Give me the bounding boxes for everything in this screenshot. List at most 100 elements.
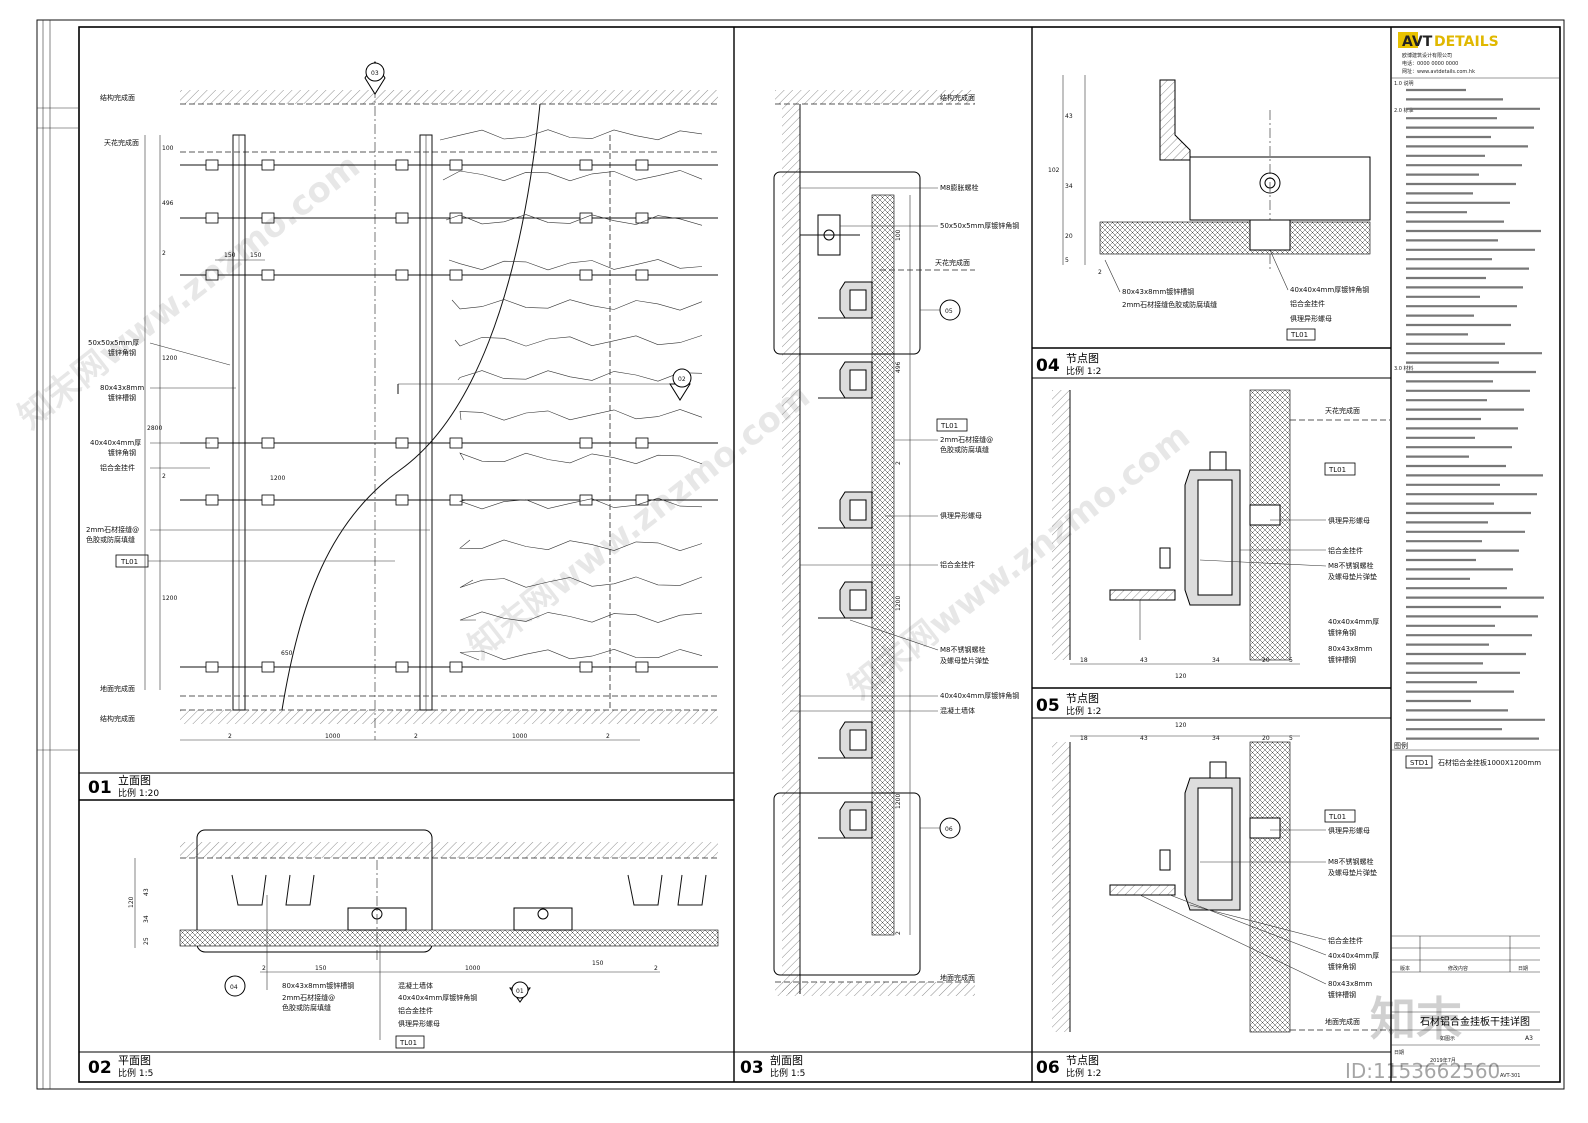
bracket-clip <box>395 212 409 224</box>
svg-text:俱理异形螺母: 俱理异形螺母 <box>1290 314 1332 323</box>
view-02-scale: 比例 1:5 <box>118 1067 153 1079</box>
plan-callouts: 80x43x8mm镀锌槽钢 2mm石材接缝@ 色胶或防腐填缝 混凝土墙体 40x… <box>282 945 477 1049</box>
svg-text:修改内容: 修改内容 <box>1448 965 1468 972</box>
svg-text:镀锌槽钢: 镀锌槽钢 <box>108 393 136 402</box>
svg-text:80x43x8mm镀锌槽钢: 80x43x8mm镀锌槽钢 <box>1122 287 1194 296</box>
drawing-title: 石材铝合金挂板干挂详图 <box>1420 1015 1530 1028</box>
bracket-clip <box>395 437 409 449</box>
section-clip-inner <box>849 589 867 611</box>
level-floor: 地面完成面 <box>100 684 135 693</box>
level-ceiling: 天花完成面 <box>104 138 139 147</box>
svg-text:03: 03 <box>371 70 379 77</box>
svg-text:1000: 1000 <box>512 733 527 740</box>
legend-label: 图例 <box>1394 741 1408 750</box>
svg-text:铝合金挂件: 铝合金挂件 <box>1290 299 1325 308</box>
view-03-number: 03 <box>740 1058 764 1078</box>
svg-text:120: 120 <box>1175 673 1187 680</box>
svg-text:2: 2 <box>228 733 232 740</box>
callout-joint: 2mm石材接缝@ <box>86 525 139 534</box>
svg-text:及螺母垫片弹垫: 及螺母垫片弹垫 <box>1328 572 1377 581</box>
svg-text:镀锌槽钢: 镀锌槽钢 <box>1328 655 1356 664</box>
svg-text:1200: 1200 <box>895 596 902 611</box>
svg-text:日期: 日期 <box>1394 1050 1404 1056</box>
bracket-clip <box>205 661 219 673</box>
view-03-scale: 比例 1:5 <box>770 1067 805 1079</box>
stone-vein <box>459 539 703 552</box>
bracket-clip <box>635 661 649 673</box>
view-06-title: 节点图 <box>1066 1054 1099 1067</box>
svg-text:2: 2 <box>262 965 266 972</box>
svg-text:34: 34 <box>1212 735 1220 742</box>
svg-text:镀锌角钢: 镀锌角钢 <box>1328 962 1356 971</box>
section-clip-inner <box>849 809 867 831</box>
svg-text:650: 650 <box>281 650 293 657</box>
callout-small-angle: 40x40x4mm厚 <box>90 439 141 447</box>
stone-vein <box>459 576 703 588</box>
svg-text:80x43x8mm: 80x43x8mm <box>1328 980 1372 988</box>
svg-text:日期: 日期 <box>1518 966 1528 972</box>
svg-text:2: 2 <box>654 965 658 972</box>
sheet-inner-border <box>78 26 1561 1083</box>
level-structure-top: 结构完成面 <box>100 93 135 102</box>
bracket-clip <box>395 661 409 673</box>
svg-text:混凝土墙体: 混凝土墙体 <box>398 981 433 990</box>
callout-channel: 80x43x8mm <box>100 384 144 392</box>
svg-text:俱理异形螺母: 俱理异形螺母 <box>1328 516 1370 525</box>
svg-text:20: 20 <box>1262 657 1270 664</box>
bracket-clip <box>579 661 593 673</box>
svg-text:2: 2 <box>606 733 610 740</box>
svg-text:34: 34 <box>143 915 150 923</box>
svg-text:40x40x4mm厚镀锌角钢: 40x40x4mm厚镀锌角钢 <box>398 993 477 1002</box>
svg-text:40x40x4mm厚: 40x40x4mm厚 <box>1328 952 1379 960</box>
svg-text:铝合金挂件: 铝合金挂件 <box>1328 546 1363 555</box>
spec-notes <box>1406 88 1545 740</box>
section-clip-inner <box>849 289 867 311</box>
callout-clip: 铝合金挂件 <box>100 463 135 472</box>
svg-text:2: 2 <box>895 461 902 465</box>
svg-text:M8膨胀螺栓: M8膨胀螺栓 <box>940 183 979 192</box>
svg-text:5: 5 <box>1289 735 1293 742</box>
section-clip-inner <box>849 369 867 391</box>
view-06-number: 06 <box>1036 1058 1060 1078</box>
svg-text:镀锌角钢: 镀锌角钢 <box>108 348 136 357</box>
stone-vein <box>459 648 703 661</box>
view-05-scale: 比例 1:2 <box>1066 705 1101 717</box>
stone-vein <box>458 497 703 510</box>
svg-text:天花完成面: 天花完成面 <box>935 258 970 267</box>
svg-text:80x43x8mm镀锌槽钢: 80x43x8mm镀锌槽钢 <box>282 981 354 990</box>
svg-text:1200: 1200 <box>895 794 902 809</box>
stone-vein <box>451 299 703 311</box>
svg-text:150: 150 <box>250 252 262 259</box>
watermark-brand: 知末 <box>1370 992 1462 1046</box>
svg-text:2mm石材接缝@: 2mm石材接缝@ <box>940 435 993 444</box>
section-top-bracket <box>800 214 860 256</box>
svg-text:2: 2 <box>162 250 166 257</box>
svg-text:43: 43 <box>1140 657 1148 664</box>
svg-text:AVT-301: AVT-301 <box>1500 1073 1520 1079</box>
view-06-detail: 地面完成面 120 18 43 34 20 5 TL01 俱理异形螺母 M8不锈… <box>1036 722 1390 1079</box>
bracket-clip <box>205 212 219 224</box>
svg-text:2: 2 <box>1098 269 1102 276</box>
svg-text:TL01: TL01 <box>1328 813 1346 821</box>
svg-text:1.0 说明: 1.0 说明 <box>1394 80 1414 87</box>
bracket-clip <box>449 661 463 673</box>
view-02-plan: 120 43 34 25 2 150 1000 150 2 04 01 80x4… <box>88 829 719 1079</box>
vertical-channels <box>232 70 611 740</box>
view-01-elevation: 结构完成面 天花完成面 地面完成面 结构完成面 03 02 <box>86 61 718 799</box>
legend-desc: 石材铝合金挂板1000X1200mm <box>1438 758 1541 767</box>
view-01-number: 01 <box>88 778 112 798</box>
svg-text:铝合金挂件: 铝合金挂件 <box>940 560 975 569</box>
bracket-clip <box>261 159 275 171</box>
logo-details: DETAILS <box>1434 34 1499 50</box>
bracket-clip <box>635 212 649 224</box>
view-02-number: 02 <box>88 1058 112 1078</box>
svg-text:A3: A3 <box>1525 1035 1533 1042</box>
section-callouts: 结构完成面 M8膨胀螺栓 50x50x5mm厚镀锌角钢 天花完成面 TL01 2… <box>790 93 1019 982</box>
section-mark-03: 03 <box>364 61 386 95</box>
svg-text:TL01: TL01 <box>940 422 958 430</box>
svg-text:20: 20 <box>1262 735 1270 742</box>
company-tel: 电话：0000 0000 0000 <box>1402 60 1458 67</box>
bracket-clip <box>449 212 463 224</box>
tag-tl01: TL01 <box>120 558 138 566</box>
view-02-title: 平面图 <box>118 1054 151 1067</box>
